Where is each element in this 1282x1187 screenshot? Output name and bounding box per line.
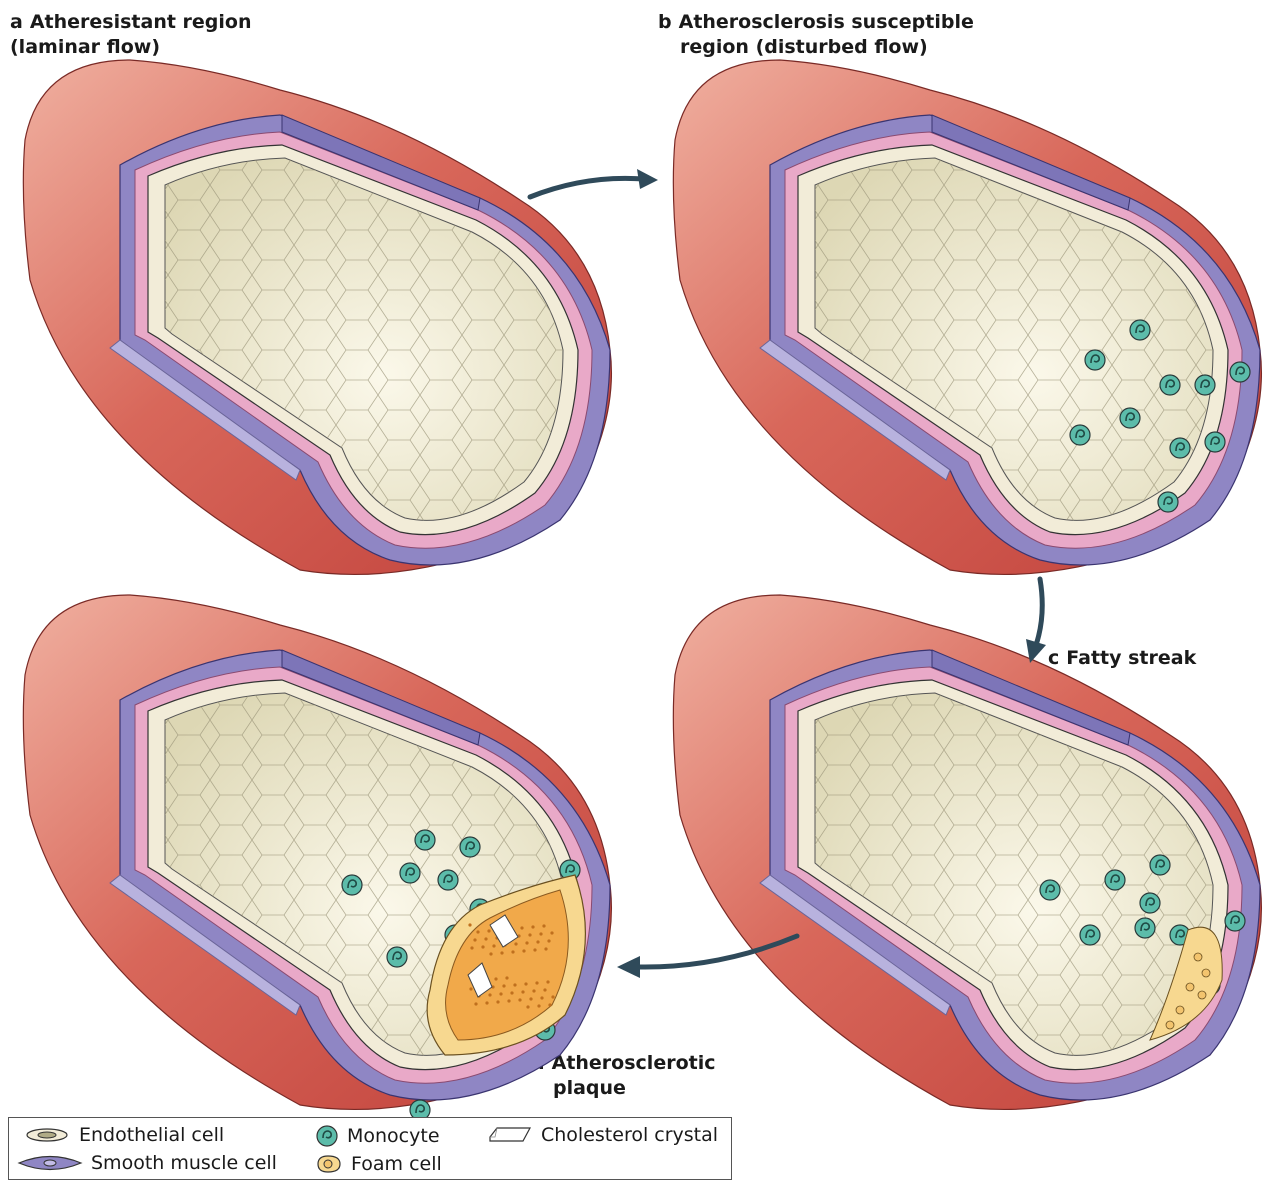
monocyte-cell bbox=[1135, 918, 1155, 938]
monocyte-cell bbox=[1160, 375, 1180, 395]
legend-cholesterol-crystal: Cholesterol crystal bbox=[487, 1124, 718, 1146]
foam-cell bbox=[1186, 983, 1194, 991]
monocyte-cell bbox=[342, 875, 362, 895]
monocyte-cell bbox=[1120, 408, 1140, 428]
monocyte-cell bbox=[1170, 438, 1190, 458]
legend-foam-cell: Foam cell bbox=[315, 1153, 442, 1175]
monocyte-cell bbox=[1225, 911, 1245, 931]
vessel-fatty-streak bbox=[650, 585, 1282, 1125]
legend: Endothelial cell Smooth muscle cell Mono… bbox=[8, 1117, 732, 1180]
panel-b-letter: b bbox=[658, 11, 672, 33]
legend-monocyte-label: Monocyte bbox=[347, 1125, 440, 1147]
monocyte-cell bbox=[1158, 492, 1178, 512]
panel-b-title-line-1: Atherosclerosis susceptible bbox=[679, 11, 974, 33]
panel-a-title-line-1: Atheresistant region bbox=[30, 11, 252, 33]
legend-endothelial-cell-label: Endothelial cell bbox=[79, 1124, 224, 1146]
endothelial-cell-icon bbox=[23, 1125, 71, 1145]
vessel-atherosclerotic-plaque bbox=[0, 585, 640, 1125]
monocyte-cell bbox=[1070, 425, 1090, 445]
arrow-a-to-b bbox=[525, 165, 665, 205]
monocyte-cell bbox=[1195, 375, 1215, 395]
legend-monocyte: Monocyte bbox=[315, 1124, 440, 1148]
monocyte-cell bbox=[1205, 432, 1225, 452]
legend-smooth-muscle-cell: Smooth muscle cell bbox=[17, 1152, 277, 1174]
monocyte-cell bbox=[1150, 855, 1170, 875]
monocyte-cell bbox=[1140, 893, 1160, 913]
foam-cell bbox=[1166, 1021, 1174, 1029]
arrow-c-to-d bbox=[610, 930, 810, 980]
arrow-b-to-c bbox=[1010, 575, 1060, 670]
legend-cholesterol-crystal-label: Cholesterol crystal bbox=[541, 1124, 718, 1146]
panel-a-letter: a bbox=[10, 11, 23, 33]
monocyte-cell bbox=[1040, 880, 1060, 900]
foam-cell bbox=[1198, 991, 1206, 999]
monocyte-cell bbox=[1105, 870, 1125, 890]
monocyte-cell bbox=[415, 830, 435, 850]
monocyte-cell bbox=[438, 870, 458, 890]
monocyte-cell bbox=[1130, 320, 1150, 340]
foam-cell-icon bbox=[315, 1153, 343, 1175]
monocyte-cell bbox=[387, 947, 407, 967]
legend-foam-cell-label: Foam cell bbox=[351, 1153, 442, 1175]
legend-smooth-muscle-cell-label: Smooth muscle cell bbox=[91, 1152, 277, 1174]
foam-cell bbox=[1176, 1006, 1184, 1014]
monocyte-cell bbox=[1230, 362, 1250, 382]
foam-cell bbox=[1194, 953, 1202, 961]
monocyte-icon bbox=[315, 1124, 339, 1148]
foam-cell bbox=[1202, 969, 1210, 977]
legend-endothelial-cell: Endothelial cell bbox=[23, 1124, 224, 1146]
monocyte-cell bbox=[1085, 350, 1105, 370]
monocyte-cell bbox=[400, 863, 420, 883]
monocyte-cell bbox=[460, 837, 480, 857]
cholesterol-crystal-icon bbox=[487, 1124, 533, 1146]
monocyte-cell bbox=[1080, 925, 1100, 945]
vessel-disturbed-flow bbox=[650, 50, 1282, 590]
vessel-atheresistant bbox=[0, 50, 640, 590]
smooth-muscle-cell-icon bbox=[17, 1152, 83, 1174]
